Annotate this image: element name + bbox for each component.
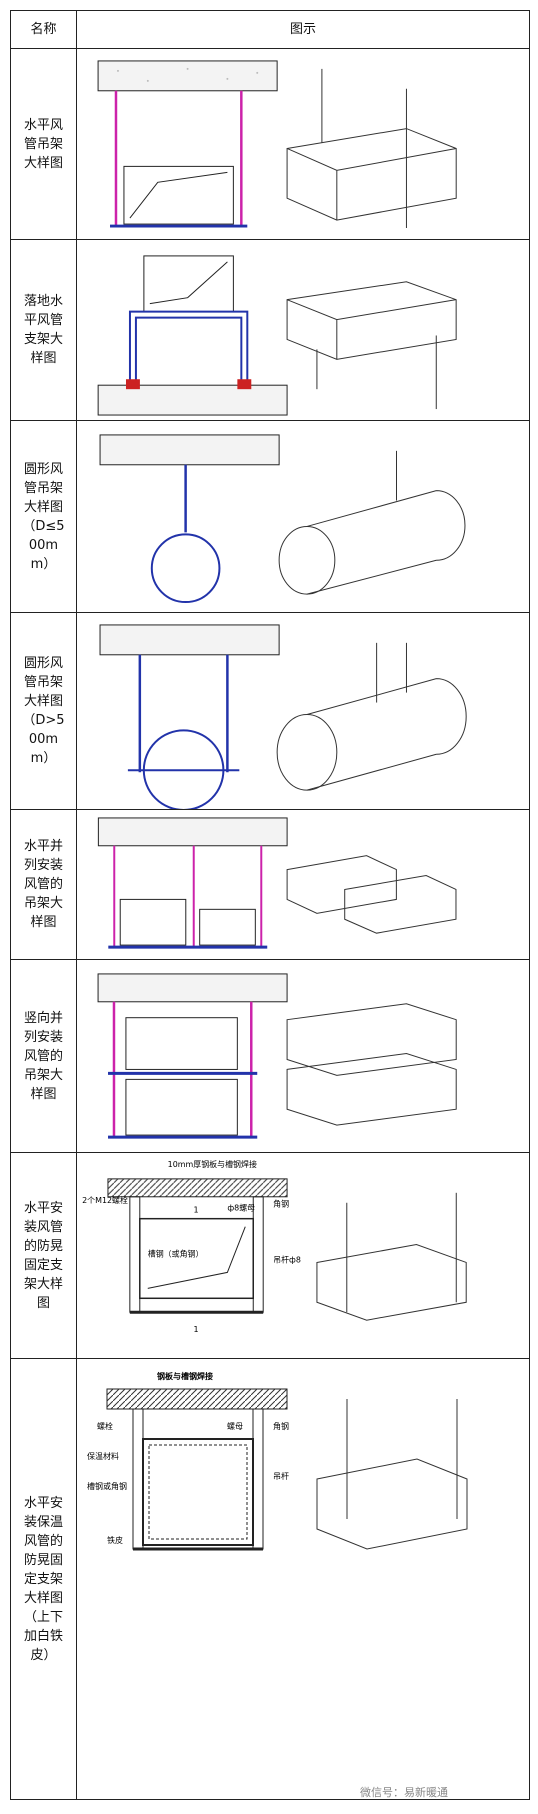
figure-cell (77, 613, 529, 809)
figure-cell (77, 810, 529, 959)
label-channel: 槽钢或角钢 (87, 1481, 127, 1491)
figure-cell: 10mm厚钢板与槽钢焊接 2个M12螺栓 ф8螺母 角钢 槽钢（或角钢） 吊杆ф… (77, 1153, 529, 1358)
table-row: 水平安装保温风管的防晃固定支架大样图（上下加白铁皮） 钢板与槽钢焊接 螺栓 螺母… (11, 1359, 529, 1800)
insulated-anti-sway-support-drawing: 钢板与槽钢焊接 螺栓 螺母 角钢 保温材料 槽钢或角钢 吊杆 铁皮 (87, 1371, 468, 1551)
row-name: 圆形风管吊架大样图（D≤500mm） (22, 461, 65, 572)
label-sheet: 铁皮 (107, 1535, 123, 1545)
header-figure: 图示 (289, 22, 316, 37)
table-row: 水平并列安装风管的吊架大样图 (11, 810, 529, 960)
label-section-top: 1 (194, 1206, 199, 1215)
row-name: 圆形风管吊架大样图（D>500mm） (22, 656, 65, 766)
table-row: 水平风管吊架大样图 (11, 49, 529, 240)
round-duct-hanger-small-drawing (99, 434, 466, 604)
row-name: 竖向并列安装风管的吊架大样图 (23, 1010, 63, 1102)
figure-cell (77, 240, 529, 420)
row-name: 水平风管吊架大样图 (23, 117, 63, 171)
round-duct-hanger-large-drawing (99, 624, 467, 809)
watermark: 微信号：易新暖通 (360, 1786, 448, 1799)
table-row: 落地水平风管支架大样图 (11, 240, 529, 421)
label-angle: 角钢 (273, 1421, 289, 1431)
table-row: 竖向并列安装风管的吊架大样图 (11, 960, 529, 1153)
table-header: 名称 图示 (11, 11, 529, 49)
label-section-bottom: 1 (194, 1325, 199, 1334)
row-name: 水平并列安装风管的吊架大样图 (23, 839, 63, 930)
label-nut: 螺母 (227, 1421, 243, 1431)
header-name: 名称 (11, 11, 77, 48)
label-rod-nut: ф8螺母 (227, 1203, 255, 1213)
figure-cell (77, 421, 529, 612)
label-bolts: 2个M12螺栓 (82, 1195, 128, 1205)
figure-cell: 钢板与槽钢焊接 螺栓 螺母 角钢 保温材料 槽钢或角钢 吊杆 铁皮 (77, 1359, 529, 1800)
anti-sway-support-drawing: 10mm厚钢板与槽钢焊接 2个M12螺栓 ф8螺母 角钢 槽钢（或角钢） 吊杆ф… (82, 1159, 467, 1334)
horizontal-duct-hanger-drawing (97, 60, 457, 229)
label-hanger-rod: 吊杆ф8 (273, 1254, 301, 1264)
floor-duct-support-drawing (97, 255, 457, 416)
row-name: 水平安装保温风管的防晃固定支架大样图（上下加白铁皮） (23, 1496, 63, 1663)
label-top-plate: 10mm厚钢板与槽钢焊接 (168, 1159, 257, 1169)
detail-table: 名称 图示 水平风管吊架大样图 落地水平风管支架大样图 (10, 10, 530, 1800)
table-row: 圆形风管吊架大样图（D>500mm） (11, 613, 529, 810)
label-angle-steel: 角钢 (273, 1199, 289, 1209)
parallel-horizontal-duct-hanger-drawing (97, 817, 457, 949)
figure-cell (77, 960, 529, 1152)
figure-cell (77, 49, 529, 239)
row-name: 落地水平风管支架大样图 (23, 294, 63, 366)
label-plate-weld: 钢板与槽钢焊接 (157, 1371, 213, 1381)
table-row: 水平安装风管的防晃固定支架大样图 10mm厚钢板与槽钢焊接 2个M12螺栓 ф8… (11, 1153, 529, 1359)
label-insulation: 保温材料 (87, 1451, 119, 1461)
label-bolt: 螺栓 (97, 1421, 113, 1431)
label-channel-steel: 槽钢（或角钢） (148, 1248, 204, 1258)
table-row: 圆形风管吊架大样图（D≤500mm） (11, 421, 529, 613)
label-hanger: 吊杆 (273, 1471, 289, 1481)
row-name: 水平安装风管的防晃固定支架大样图 (23, 1200, 63, 1311)
vertical-parallel-duct-hanger-drawing (97, 973, 457, 1139)
